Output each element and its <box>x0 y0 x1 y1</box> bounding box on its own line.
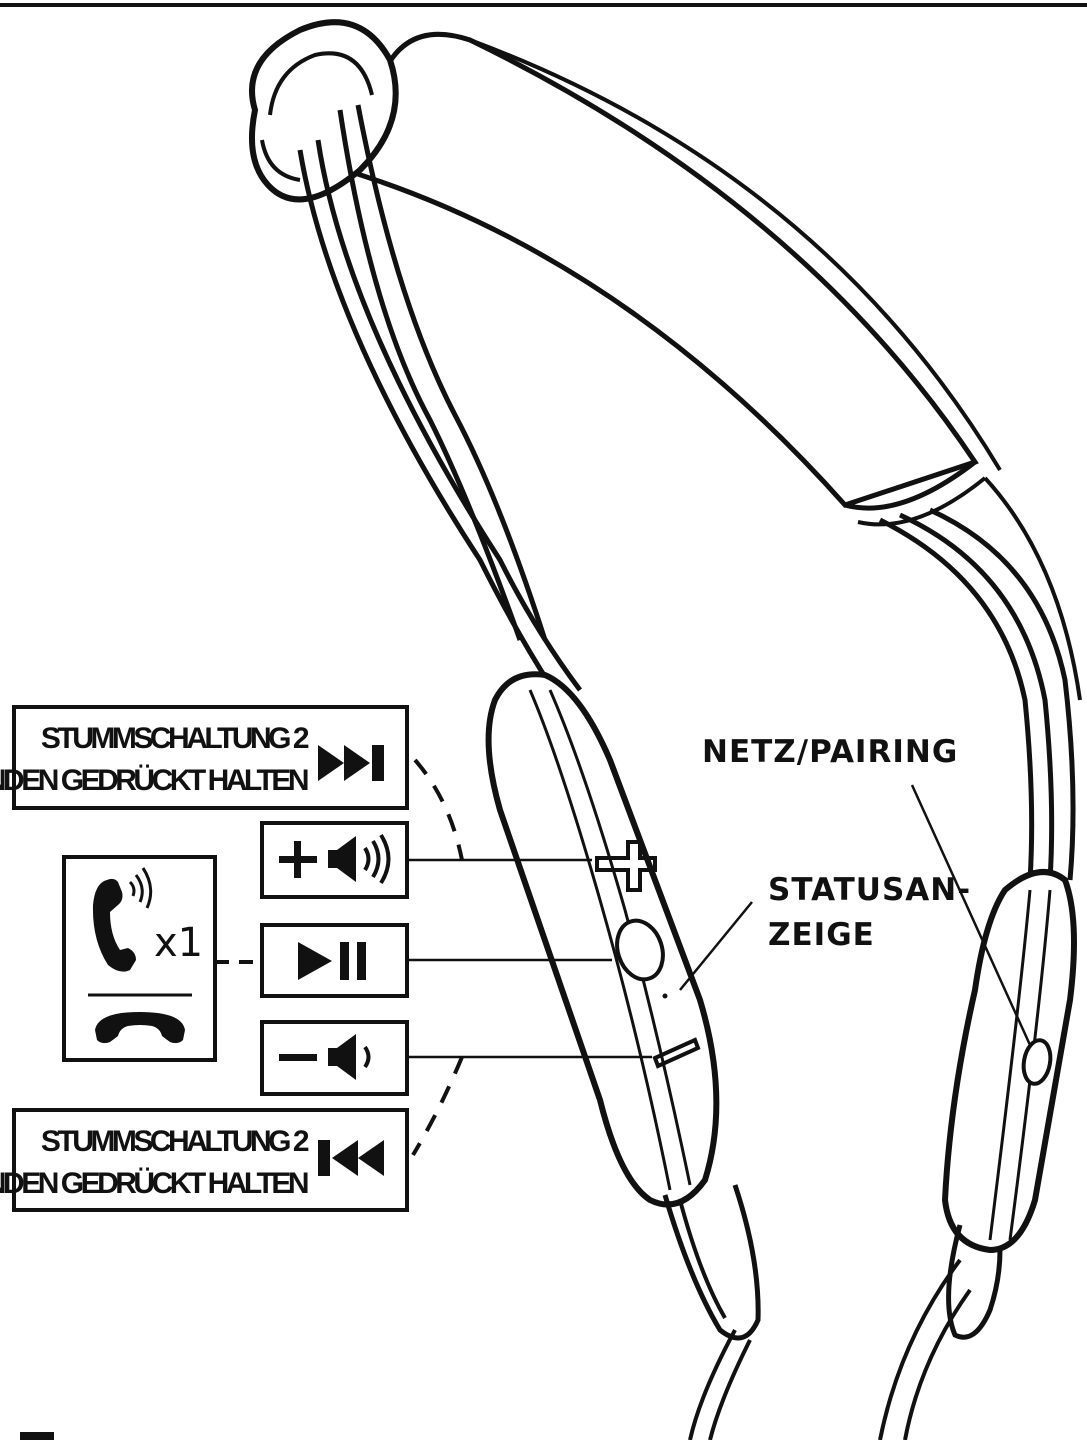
status-led <box>662 993 668 999</box>
skip-back-icon <box>318 1140 384 1176</box>
bottom-corner-mark <box>20 1432 54 1440</box>
previous-track-label-line2: SEKUNDEN GEDRÜCKT HALTEN <box>0 1167 308 1200</box>
cables <box>297 104 1082 881</box>
power-pairing-button <box>1021 1038 1053 1086</box>
volume-down-icon <box>279 1034 371 1080</box>
plus-button <box>595 840 657 892</box>
phone-hangup-icon <box>95 1012 185 1044</box>
call-box: x1 <box>62 855 217 1062</box>
next-track-label-line1: STUMMSCHALTUNG 2 <box>41 722 309 755</box>
play-pause-icon <box>298 942 366 980</box>
phone-ringing-icon <box>92 867 153 972</box>
power-pairing-label: NETZ/PAIRING <box>702 734 958 770</box>
previous-track-label-line1: STUMMSCHALTUNG 2 <box>41 1125 309 1158</box>
band-end-cap <box>248 19 399 203</box>
status-label-line1: STATUSAN- <box>768 872 971 908</box>
minus-button <box>652 1037 701 1069</box>
left-remote-controller <box>485 671 761 1341</box>
leader-lines <box>215 758 1032 1157</box>
volume-down-box <box>260 1020 409 1096</box>
previous-track-box: STUMMSCHALTUNG 2 SEKUNDEN GEDRÜCKT HALTE… <box>0 1108 409 1212</box>
neckband <box>284 31 1002 527</box>
next-track-box: STUMMSCHALTUNG 2 SEKUNDEN GEDRÜCKT HALTE… <box>0 705 409 810</box>
call-count-label: x1 <box>154 920 203 966</box>
play-pause-button <box>615 918 665 982</box>
volume-up-box <box>260 821 409 899</box>
status-label-line2: ZEIGE <box>768 917 875 953</box>
next-track-label-line2: SEKUNDEN GEDRÜCKT HALTEN <box>0 764 308 797</box>
skip-forward-icon <box>318 745 384 781</box>
volume-up-icon <box>279 833 391 885</box>
play-pause-box <box>260 923 409 998</box>
right-earbud-housing <box>688 869 1077 1440</box>
